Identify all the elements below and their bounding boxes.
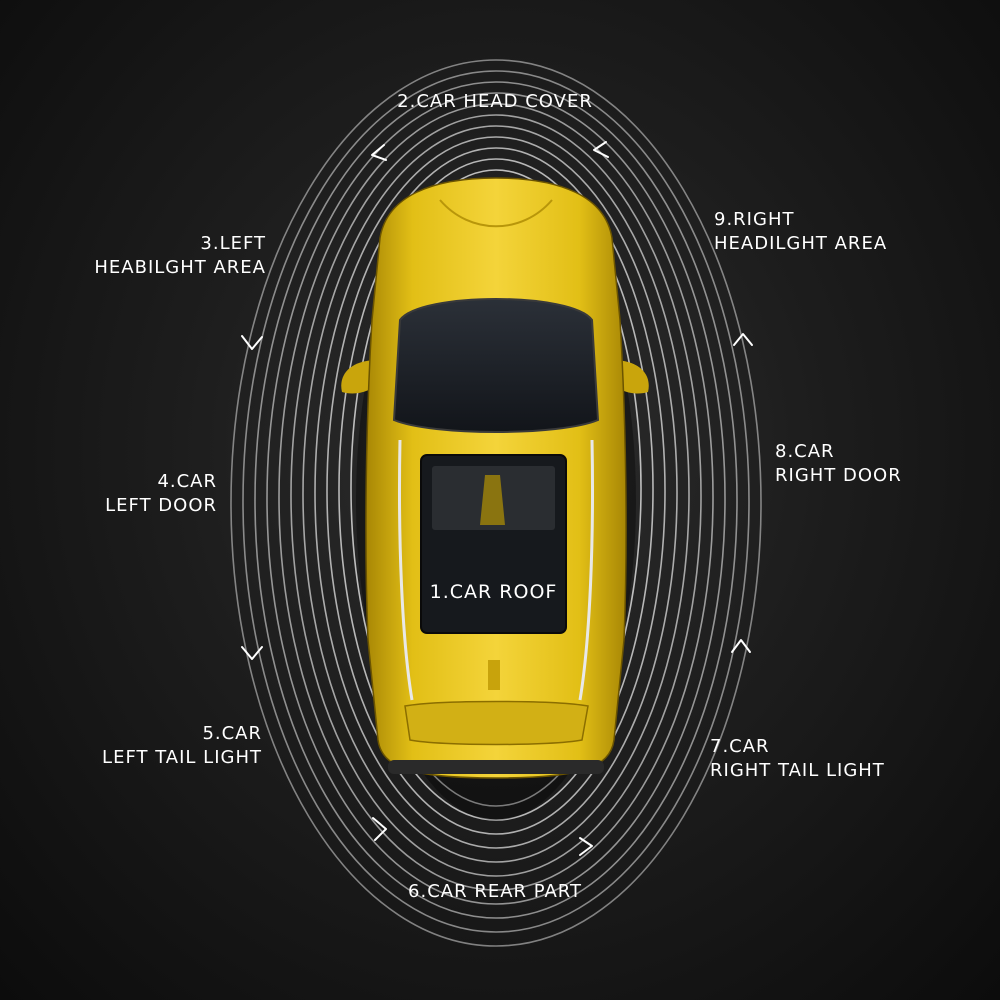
label-left-headlight: 3.LEFT HEABILGHT AREA (60, 232, 266, 280)
orbit-ring (338, 158, 654, 821)
orbit-ring (254, 81, 738, 919)
direction-arrows (241, 141, 753, 856)
label-rear-part-text: 6.CAR REAR PART (408, 881, 582, 902)
arrow-left-lower (241, 646, 263, 660)
seat-outline (480, 475, 505, 525)
label-right-tail: 7.CAR RIGHT TAIL LIGHT (710, 735, 970, 783)
fuel-cap (488, 660, 500, 690)
arrow-bottom-left (372, 817, 387, 841)
orbit-ring (350, 169, 642, 807)
label-left-headlight-line1: 3.LEFT (200, 233, 266, 254)
label-right-door: 8.CAR RIGHT DOOR (775, 440, 975, 488)
rear-bumper (388, 760, 604, 774)
orbit-ring (230, 59, 762, 947)
label-head-cover-text: 2.CAR HEAD COVER (397, 91, 593, 112)
car-top-view (341, 177, 649, 820)
orbit-ring (314, 136, 678, 849)
label-left-tail-line2: LEFT TAIL LIGHT (102, 747, 262, 768)
arrow-right-upper (733, 333, 753, 346)
orbit-ring (302, 125, 690, 863)
label-right-headlight: 9.RIGHT HEADILGHT AREA (714, 208, 974, 256)
label-rear-part: 6.CAR REAR PART (330, 880, 660, 904)
orbit-ring (326, 147, 666, 835)
label-right-tail-line1: 7.CAR (710, 736, 770, 757)
label-head-cover: 2.CAR HEAD COVER (330, 90, 660, 114)
label-left-headlight-line2: HEABILGHT AREA (94, 257, 266, 278)
orbit-ring (278, 103, 714, 891)
arrow-right-lower (731, 639, 751, 653)
arrow-top-left (371, 144, 387, 161)
left-roof-rail (398, 439, 414, 701)
label-right-tail-line2: RIGHT TAIL LIGHT (710, 760, 885, 781)
windshield (392, 298, 600, 433)
arrow-left-upper (241, 335, 263, 350)
orbit-ring (242, 70, 750, 933)
label-car-roof: 1.CAR ROOF (421, 580, 566, 604)
label-right-door-line1: 8.CAR (775, 441, 835, 462)
label-left-door-line2: LEFT DOOR (105, 495, 217, 516)
orbit-ring (290, 114, 702, 877)
label-left-tail-line1: 5.CAR (202, 723, 262, 744)
label-right-headlight-line1: 9.RIGHT (714, 209, 795, 230)
right-roof-rail (578, 439, 594, 701)
orbit-ring (266, 92, 726, 905)
rear-window (404, 700, 589, 746)
label-left-tail: 5.CAR LEFT TAIL LIGHT (60, 722, 262, 770)
label-car-roof-text: 1.CAR ROOF (429, 581, 558, 603)
label-right-headlight-line2: HEADILGHT AREA (714, 233, 888, 254)
label-right-door-line2: RIGHT DOOR (775, 465, 902, 486)
hood-ridge (439, 199, 553, 228)
label-left-door: 4.CAR LEFT DOOR (60, 470, 217, 518)
arrow-top-right (593, 141, 609, 158)
label-left-door-line1: 4.CAR (157, 471, 217, 492)
orbit-rings (230, 59, 762, 947)
arrow-bottom-right (579, 837, 593, 856)
